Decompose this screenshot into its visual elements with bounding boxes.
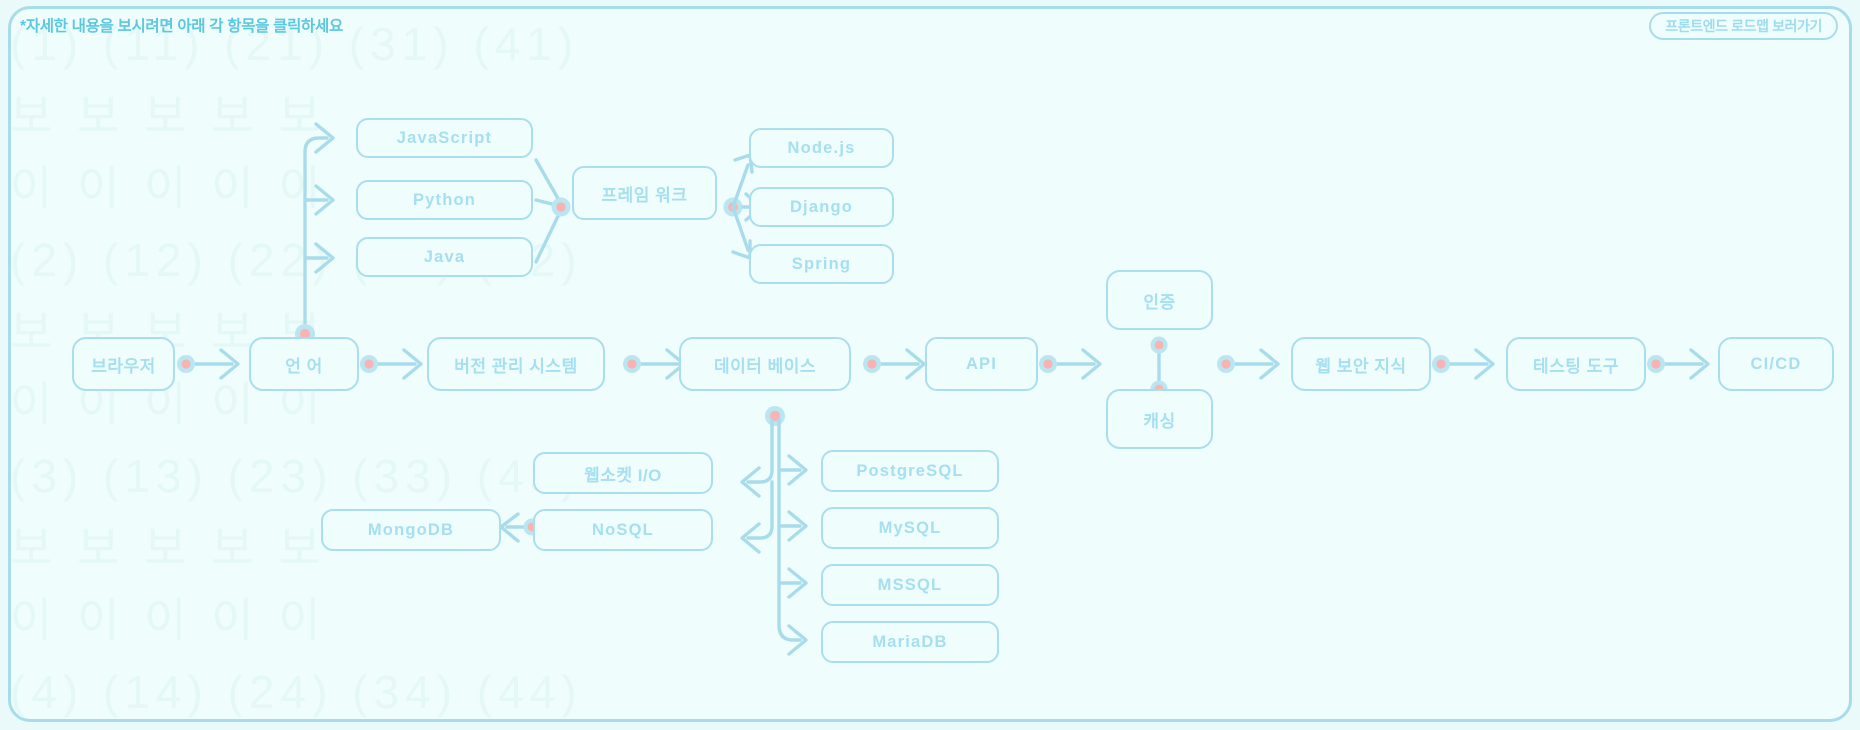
node-language[interactable]: 언 어	[249, 337, 359, 391]
node-java[interactable]: Java	[356, 237, 533, 277]
node-websocket-io[interactable]: 웹소켓 I/O	[533, 452, 713, 494]
node-nosql[interactable]: NoSQL	[533, 509, 713, 551]
node-testing-tools[interactable]: 테스팅 도구	[1506, 337, 1646, 391]
node-web-security[interactable]: 웹 보안 지식	[1291, 337, 1431, 391]
node-version-control-system[interactable]: 버전 관리 시스템	[427, 337, 605, 391]
node-javascript[interactable]: JavaScript	[356, 118, 533, 158]
node-mongodb[interactable]: MongoDB	[321, 509, 501, 551]
frontend-roadmap-button[interactable]: 프론트엔드 로드맵 보러가기	[1649, 12, 1838, 40]
node-python[interactable]: Python	[356, 180, 533, 220]
node-mssql[interactable]: MSSQL	[821, 564, 999, 606]
node-mariadb[interactable]: MariaDB	[821, 621, 999, 663]
node-framework[interactable]: 프레임 워크	[572, 166, 717, 220]
node-database[interactable]: 데이터 베이스	[679, 337, 851, 391]
node-browser[interactable]: 브라우저	[72, 337, 175, 391]
node-spring[interactable]: Spring	[749, 244, 894, 284]
node-mysql[interactable]: MySQL	[821, 507, 999, 549]
node-cicd[interactable]: CI/CD	[1718, 337, 1834, 391]
node-nodejs[interactable]: Node.js	[749, 128, 894, 168]
node-caching[interactable]: 캐싱	[1106, 389, 1213, 449]
node-auth[interactable]: 인증	[1106, 270, 1213, 330]
node-django[interactable]: Django	[749, 187, 894, 227]
node-api[interactable]: API	[925, 337, 1038, 391]
instruction-note: *자세한 내용을 보시려면 아래 각 항목을 클릭하세요	[20, 18, 343, 35]
node-postgresql[interactable]: PostgreSQL	[821, 450, 999, 492]
